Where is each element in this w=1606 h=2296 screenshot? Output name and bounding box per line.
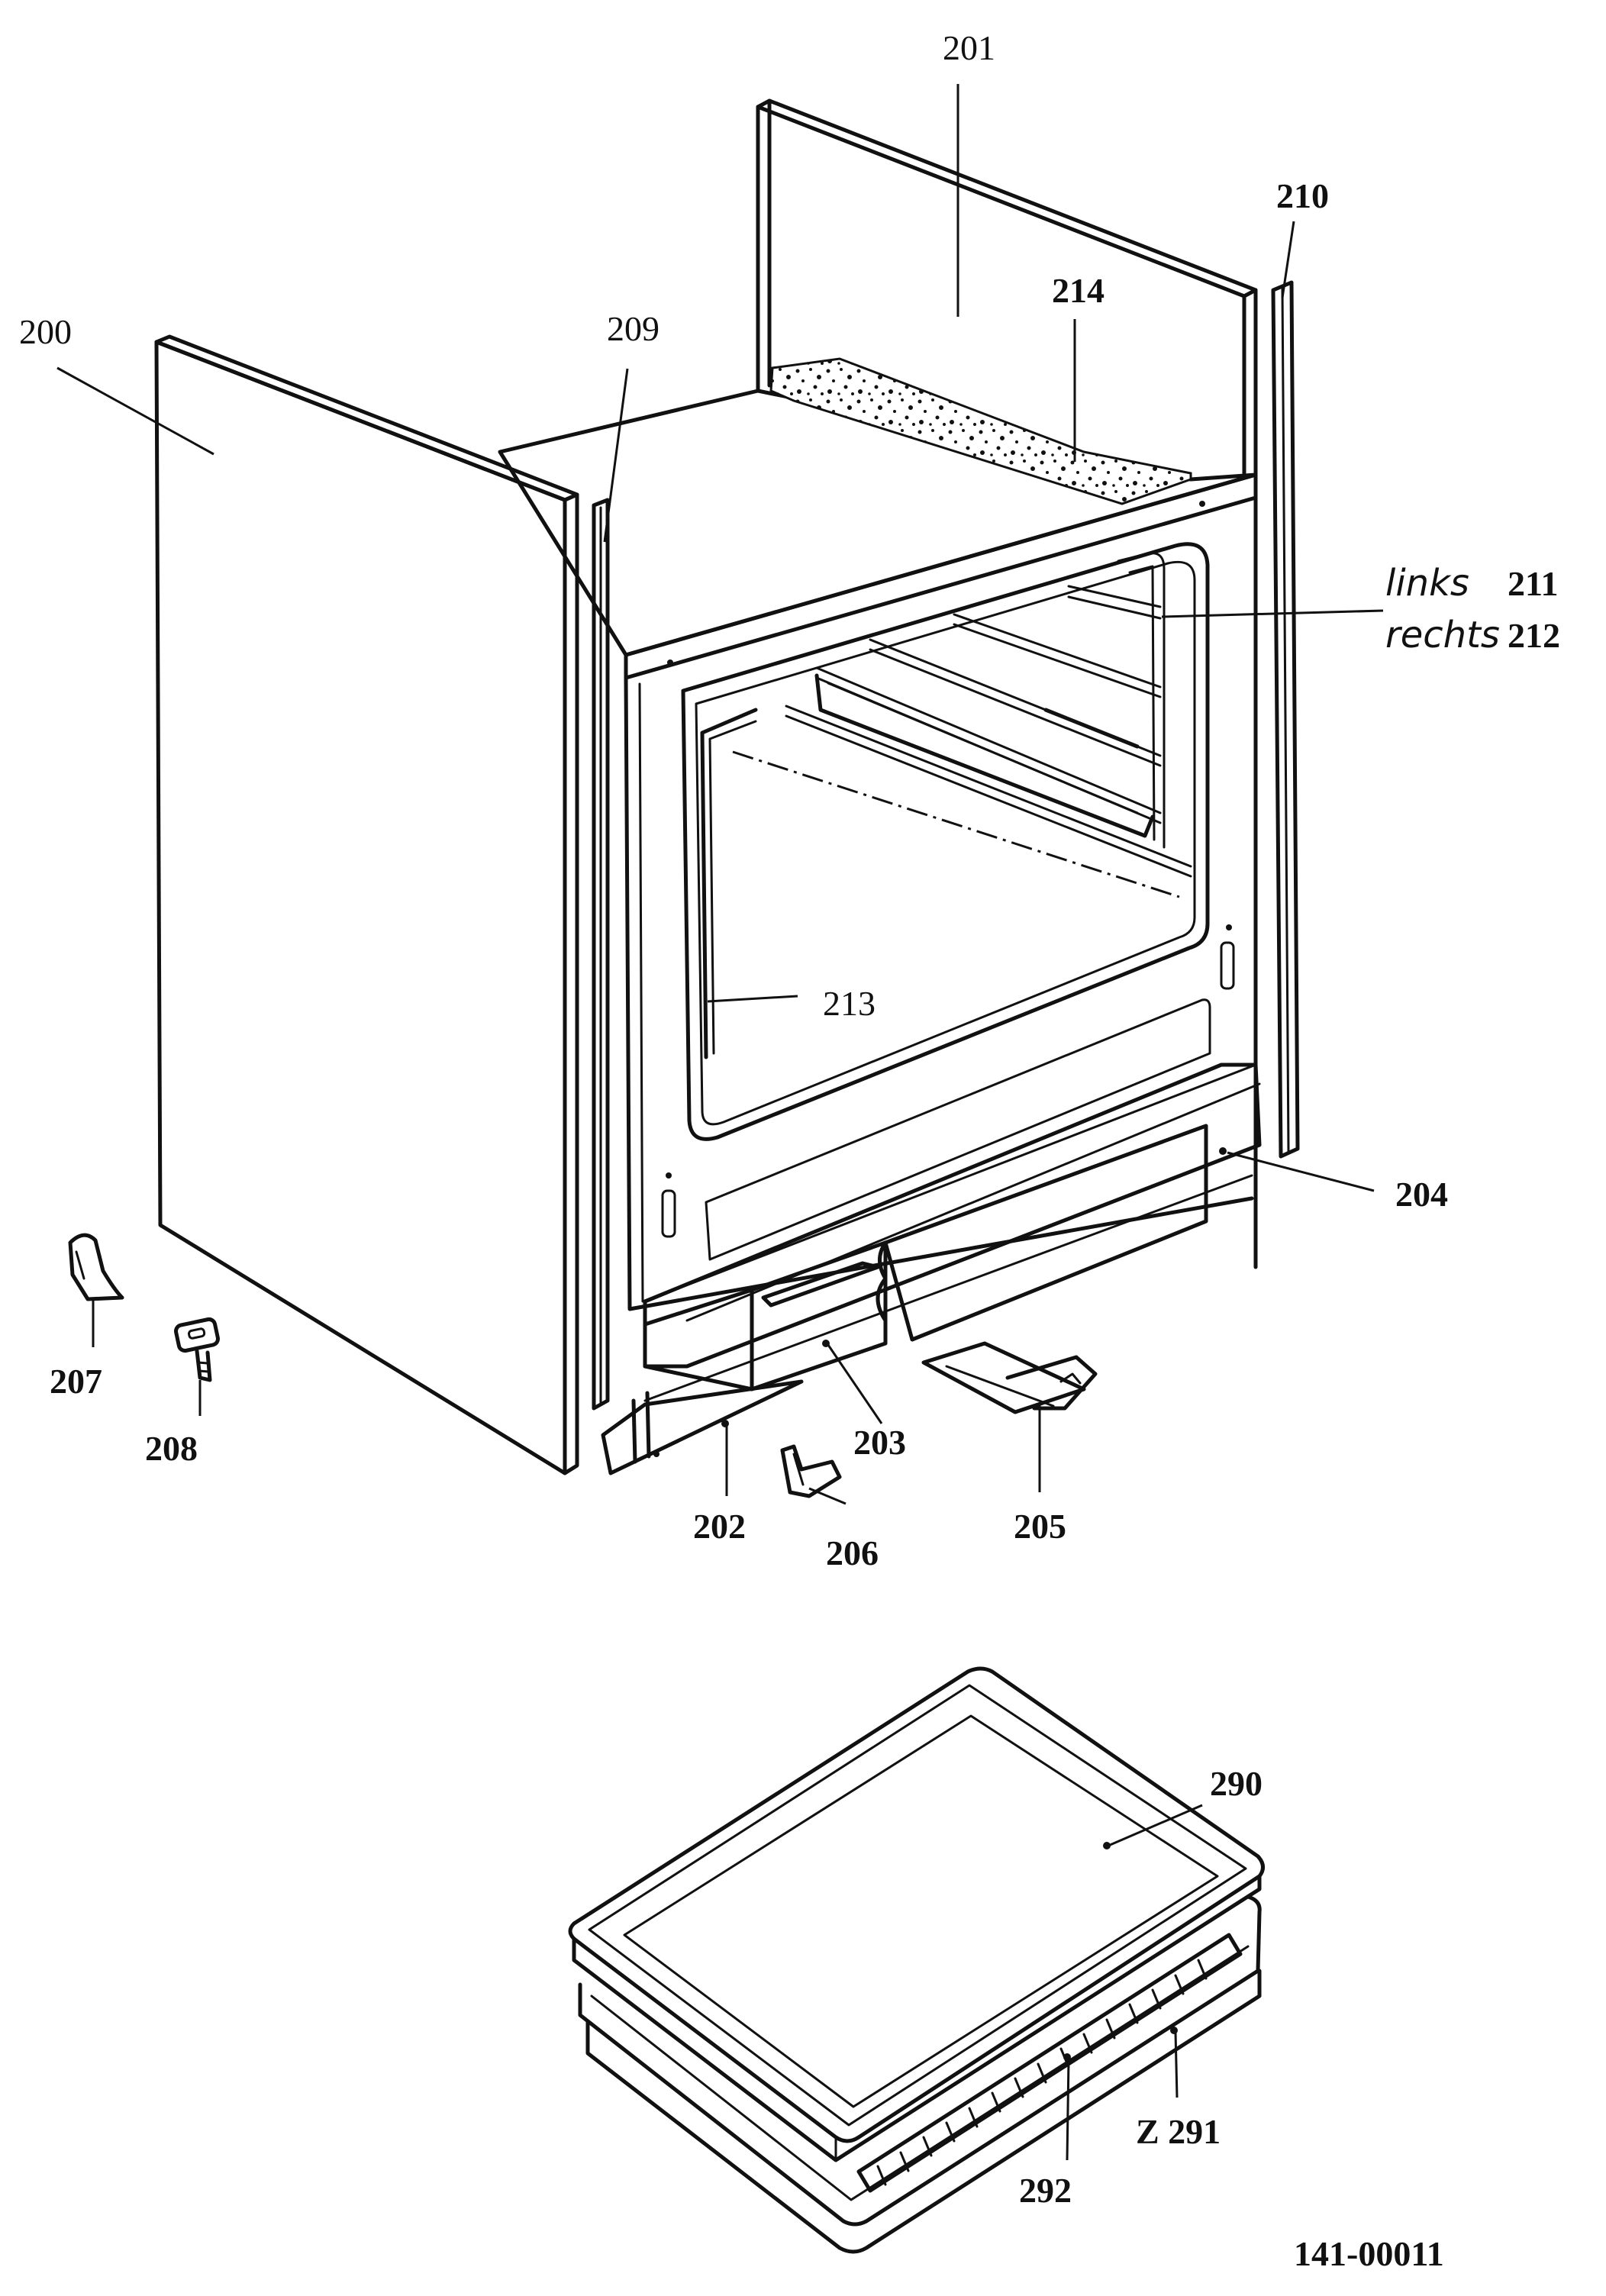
drawing-number: 141-00011	[1294, 2234, 1444, 2273]
label-209: 209	[607, 309, 659, 348]
label-205: 205	[1014, 1507, 1066, 1546]
label-202: 202	[693, 1507, 746, 1546]
label-214: 214	[1052, 271, 1105, 310]
baking-tray-290	[568, 1666, 1265, 2162]
rail-205	[921, 1341, 1098, 1414]
key-208	[174, 1317, 220, 1382]
label-290: 290	[1210, 1764, 1263, 1803]
label-200: 200	[19, 312, 72, 351]
oven-front-frame	[624, 472, 1258, 1311]
label-207: 207	[50, 1362, 102, 1401]
label-210: 210	[1276, 176, 1329, 215]
label-208: 208	[145, 1429, 198, 1468]
bracket-206	[780, 1444, 842, 1498]
lower-front-panel	[661, 924, 1235, 1261]
leader-lines	[56, 84, 1384, 2161]
label-292: 292	[1019, 2171, 1072, 2210]
label-204: 204	[1395, 1175, 1448, 1214]
label-206: 206	[826, 1533, 879, 1572]
plinth-202	[601, 1174, 1253, 1475]
heating-element-213	[700, 708, 758, 1059]
clip-207	[68, 1233, 124, 1301]
front-bar-204	[643, 1063, 1262, 1369]
label-203: 203	[853, 1423, 906, 1462]
lower-tray-291	[578, 1895, 1262, 2254]
side-strip-209	[592, 498, 610, 1411]
label-212-side: rechts	[1385, 614, 1500, 656]
label-213: 213	[823, 984, 876, 1023]
label-211: 211	[1508, 564, 1558, 603]
grill-rack-292	[856, 1933, 1243, 2193]
label-211-side: links	[1385, 562, 1469, 605]
side-panel-200	[154, 334, 579, 1475]
label-291: Z 291	[1136, 2112, 1221, 2151]
label-212: 212	[1508, 616, 1560, 655]
label-201: 201	[943, 28, 995, 67]
top-surface	[498, 389, 1258, 657]
oven-rack	[814, 673, 1155, 838]
insulation-mat-214	[769, 357, 1192, 505]
side-strip-210	[1271, 280, 1300, 1159]
oven-cavity	[681, 542, 1210, 1141]
